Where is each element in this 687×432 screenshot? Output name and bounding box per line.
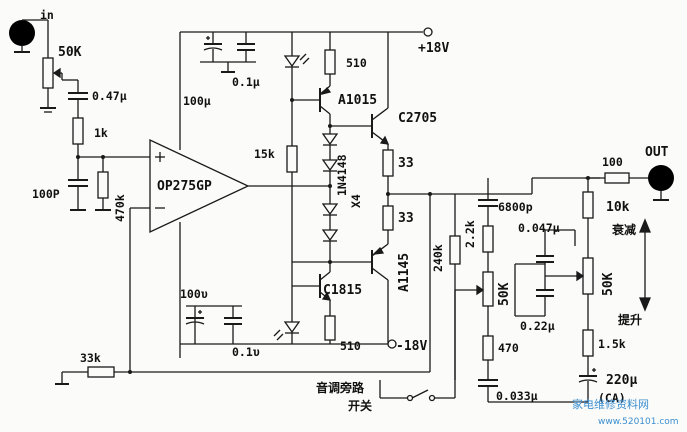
output-jack bbox=[648, 165, 674, 201]
input-bias-resistor-value: 470k bbox=[113, 194, 127, 222]
input-coupling-capacitor bbox=[68, 80, 88, 118]
cap-220u bbox=[578, 368, 598, 402]
bottom-bypass-capacitors bbox=[185, 305, 242, 344]
transistor-a1015 bbox=[292, 85, 332, 126]
top-bypass-capacitors bbox=[200, 32, 256, 73]
input-jack bbox=[9, 19, 48, 53]
tone-direction-arrow bbox=[639, 218, 651, 312]
feedback-resistor-value: 33k bbox=[80, 351, 101, 365]
output-label: OUT bbox=[645, 145, 669, 160]
positive-supply-label: +18V bbox=[418, 41, 449, 56]
transistor-c2705-label: C2705 bbox=[398, 111, 437, 126]
resistor-15k-value: 15k bbox=[254, 147, 275, 161]
tone-pot-a bbox=[476, 271, 494, 336]
resistor-10k bbox=[582, 176, 594, 258]
top-bypass-small-cap-value: 0.1μ bbox=[232, 75, 260, 89]
top-emitter-resistor-510 bbox=[324, 32, 336, 86]
cap-0033u-value: 0.033μ bbox=[496, 389, 538, 403]
transistor-c2705 bbox=[328, 32, 390, 150]
bottom-bypass-large-cap-value: 100υ bbox=[180, 287, 208, 301]
input-volume-pot bbox=[40, 20, 78, 113]
resistor-2k2 bbox=[482, 225, 494, 272]
upper-emitter-resistor-value: 33 bbox=[398, 156, 414, 171]
transistor-a1145 bbox=[330, 243, 389, 344]
switch-label: 开关 bbox=[348, 398, 372, 413]
bias-led bbox=[283, 32, 310, 102]
top-bypass-large-cap-value: 100μ bbox=[183, 94, 211, 108]
cap-6800p bbox=[478, 178, 498, 226]
op-amp-label: OP275GP bbox=[157, 179, 212, 194]
transistor-a1145-label: A1145 bbox=[397, 253, 412, 292]
bottom-emitter-resistor-510 bbox=[324, 315, 336, 344]
transistor-c1815-label: C1815 bbox=[323, 283, 362, 298]
resistor-470-value: 470 bbox=[498, 341, 519, 355]
bypass-switch-label: 音调旁路 bbox=[316, 380, 365, 395]
lower-emitter-resistor-value: 33 bbox=[398, 211, 414, 226]
resistor-1k5-value: 1.5k bbox=[598, 337, 626, 351]
resistor-1k5 bbox=[582, 329, 594, 376]
resistor-15k bbox=[286, 100, 298, 262]
diode-type-label: 1N4148 bbox=[335, 154, 349, 196]
resistor-10k-value: 10k bbox=[606, 200, 630, 215]
transistor-c1815 bbox=[292, 261, 332, 316]
resistor-470 bbox=[478, 335, 588, 403]
output-resistor-value: 100 bbox=[602, 155, 623, 169]
input-label: in bbox=[40, 8, 54, 22]
bias-diode-string bbox=[321, 126, 339, 264]
cap-022u-value: 0.22μ bbox=[520, 319, 555, 333]
bottom-bias-led bbox=[273, 262, 301, 344]
bottom-emitter-resistor-value: 510 bbox=[340, 339, 361, 353]
attenuate-label: 衰减 bbox=[611, 222, 636, 237]
input-cap-value: 0.47μ bbox=[92, 89, 127, 103]
boost-label: 提升 bbox=[618, 312, 642, 327]
diode-count-label: X4 bbox=[349, 194, 363, 208]
output-resistor-100 bbox=[585, 172, 648, 184]
resistor-240k-value: 240k bbox=[431, 244, 445, 272]
top-emitter-resistor-value: 510 bbox=[346, 56, 367, 70]
input-filter-network bbox=[68, 155, 150, 211]
negative-supply-label: -18V bbox=[396, 339, 427, 354]
input-resistor-1k bbox=[72, 117, 84, 157]
bottom-bypass-small-cap-value: 0.1υ bbox=[232, 345, 260, 359]
watermark-text: 家电维修资料网 bbox=[572, 397, 649, 411]
op-amp bbox=[130, 138, 250, 234]
feedback-resistor-33k bbox=[55, 208, 430, 385]
output-emitter-resistors bbox=[382, 149, 394, 244]
input-resistor-value: 1k bbox=[94, 126, 108, 140]
tone-cap-network bbox=[514, 229, 580, 317]
tone-bypass-switch bbox=[379, 289, 480, 402]
cap-0047u-value: 0.047μ bbox=[518, 221, 560, 235]
tone-pot-b bbox=[576, 257, 594, 330]
tone-pot-b-value: 50K bbox=[601, 272, 616, 296]
tone-pot-a-value: 50K bbox=[497, 282, 512, 306]
watermark-url: www.520101.com bbox=[598, 417, 679, 427]
input-pot-value: 50K bbox=[58, 45, 82, 60]
transistor-a1015-label: A1015 bbox=[338, 93, 377, 108]
cap-6800p-value: 6800p bbox=[498, 200, 533, 214]
cap-220u-type: (CA) bbox=[598, 391, 626, 405]
cap-220u-value: 220μ bbox=[606, 373, 637, 388]
resistor-2k2-value: 2.2k bbox=[463, 220, 477, 248]
input-filter-cap-value: 100P bbox=[32, 187, 60, 201]
